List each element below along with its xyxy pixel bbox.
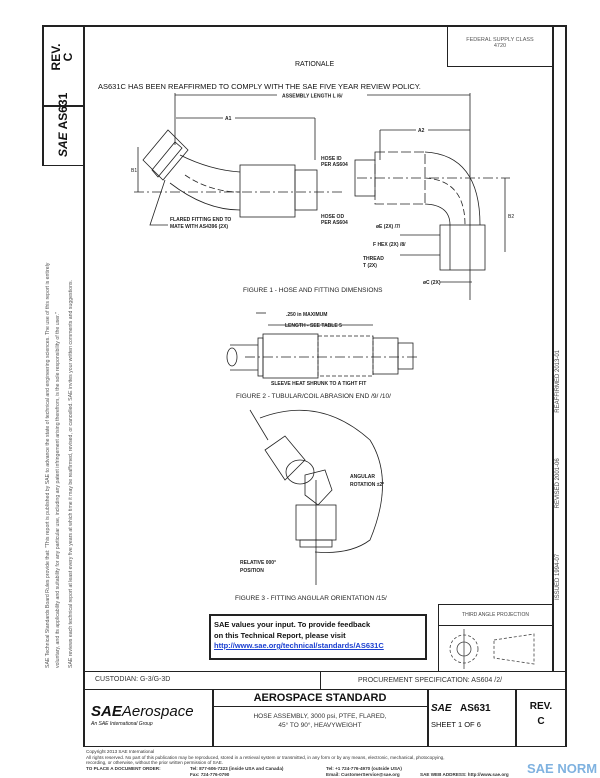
figure3-caption: FIGURE 3 - FITTING ANGULAR ORIENTATION /… — [235, 595, 387, 602]
feedback-line2: on this Technical Report, please visit — [214, 630, 346, 640]
b1-label: B1 — [131, 168, 137, 174]
doc-number-title: AS631 — [460, 703, 491, 714]
footer: Copyright 2013 SAE International All rig… — [86, 749, 556, 778]
a2-label: A2 — [418, 128, 425, 134]
thread-t-label: T (2X) — [363, 263, 377, 269]
title-block: SAEAerospace An SAE International Group … — [83, 690, 566, 747]
max-label: .250 in MAXIMUM — [286, 312, 327, 318]
rev-block: REV. C — [516, 699, 566, 729]
rev-block-value: C — [537, 716, 545, 727]
fitting-hex-left — [142, 129, 189, 181]
side-notice-line3: SAE reviews each technical report at lea… — [68, 280, 74, 668]
length-label: LENGTH - SEE TABLE 5 — [285, 323, 342, 329]
frame-left-inner — [83, 25, 85, 747]
right-strip: ISSUED 1994-07 REVISED 2001-06 REAFFIRME… — [555, 350, 561, 600]
projection-label: THIRD ANGLE PROJECTION — [439, 605, 552, 626]
web-address[interactable]: SAE WEB ADDRESS: http://www.sae.org — [420, 771, 509, 777]
rev-box-divider — [42, 105, 84, 107]
relative-label-1: RELATIVE 000° — [240, 560, 276, 566]
sae-mark: SAE — [431, 703, 452, 714]
title-line2: 45° TO 90°, HEAVYWEIGHT — [278, 722, 362, 729]
hose-od-label: HOSE OD — [321, 214, 344, 220]
projection-symbol — [449, 629, 535, 669]
custodian-row: CUSTODIAN: G-3/G-3D PROCUREMENT SPECIFIC… — [83, 671, 566, 690]
relative-label-2: POSITION — [240, 568, 264, 574]
tel-usa: Tel: 877-606-7323 (inside USA and Canada… — [190, 765, 284, 771]
sae-logo-mark: SAE — [56, 132, 70, 157]
figure2-caption: FIGURE 2 - TUBULAR/COIL ABRASION END /9/… — [236, 393, 391, 400]
rationale-text: AS631C HAS BEEN REAFFIRMED TO COMPLY WIT… — [98, 82, 421, 91]
title-line1: HOSE ASSEMBLY, 3000 psi, PTFE, FLARED, — [253, 713, 387, 720]
hose-socket-left — [239, 164, 296, 218]
projection-box: THIRD ANGLE PROJECTION — [438, 604, 552, 671]
frame-right-inner — [552, 25, 554, 671]
figure1-drawing — [134, 93, 510, 300]
feedback-box: SAE values your input. To provide feedba… — [209, 614, 427, 660]
reaffirmed-date: REAFFIRMED 2013-01 — [555, 350, 561, 413]
angular-label-1: ANGULAR — [350, 474, 375, 480]
federal-supply-class-box: FEDERAL SUPPLY CLASS 4720 — [447, 25, 552, 67]
federal-supply-class-label: FEDERAL SUPPLY CLASS — [466, 37, 534, 43]
dia-c-label: øC (2X) — [423, 280, 441, 286]
tel-outside: Tel: +1 724-776-4970 (outside USA) — [326, 765, 402, 771]
hose-id-per: PER AS604 — [321, 162, 348, 168]
issued-date: ISSUED 1994-07 — [555, 553, 561, 600]
hose-od-per: PER AS604 — [321, 220, 348, 226]
angular-label-2: ROTATION ±2° — [350, 482, 384, 488]
hose-id-label: HOSE ID — [321, 156, 342, 162]
custodian: CUSTODIAN: G-3/G-3D — [95, 676, 171, 683]
email: Email: CustomerService@sae.org — [326, 771, 400, 777]
doc-number-block: SAE AS631 SHEET 1 OF 6 — [431, 698, 511, 729]
side-notice-line1: SAE Technical Standards Board Rules prov… — [45, 262, 51, 668]
frame-top — [42, 25, 565, 27]
f-hex-label: F HEX (2X) /8/ — [373, 242, 406, 248]
feedback-link[interactable]: http://www.sae.org/technical/standards/A… — [214, 641, 384, 650]
rights-line1: All rights reserved. No part of this pub… — [86, 754, 445, 760]
b2-label: B2 — [508, 214, 514, 220]
rights-line2: recording, or otherwise, without the pri… — [86, 760, 224, 766]
fitting-hex-right — [439, 224, 486, 271]
rev-label-side: REV. C — [49, 32, 75, 82]
copyright: Copyright 2013 SAE International — [86, 749, 155, 754]
side-notice-line2: voluntary, and its applicability and sui… — [54, 312, 61, 668]
assembly-length-label: ASSEMBLY LENGTH L /6/ — [282, 94, 343, 100]
technical-drawings: ASSEMBLY LENGTH L /6/ A1 A2 B1 B2 HOSE I… — [131, 91, 514, 602]
federal-supply-class-value: 4720 — [493, 43, 507, 49]
figure3-drawing — [249, 409, 383, 585]
flared-label-2: MATE WITH AS4396 (2X) — [170, 224, 228, 230]
figure2-drawing — [226, 312, 420, 379]
frame-right-outer — [565, 25, 567, 747]
logo-aerospace: Aerospace — [121, 703, 194, 720]
sae-aerospace-logo: SAEAerospace An SAE International Group — [91, 703, 209, 727]
sae-norm-watermark: SAE NORM — [527, 761, 598, 776]
rev-block-label: REV. — [529, 701, 553, 712]
docnum-box-divider — [42, 165, 84, 166]
sleeve-label: SLEEVE HEAT SHRUNK TO A TIGHT FIT — [271, 381, 366, 387]
revised-date: REVISED 2001-06 — [555, 458, 561, 509]
flared-label-1: FLARED FITTING END TO — [170, 217, 231, 223]
a1-label: A1 — [225, 116, 232, 122]
side-notice: SAE Technical Standards Board Rules prov… — [44, 263, 77, 668]
flared-leader — [149, 179, 168, 226]
doc-number-side: SAE AS631 — [56, 93, 70, 157]
rev-value: C — [61, 52, 75, 62]
document-title: HOSE ASSEMBLY, 3000 psi, PTFE, FLARED, 4… — [213, 712, 427, 730]
doc-number: AS631 — [56, 92, 70, 130]
logo-subtitle: An SAE International Group — [91, 721, 153, 727]
fax: Fax: 724-776-0790 — [190, 771, 230, 777]
logo-sae: SAE — [91, 703, 122, 720]
aerospace-standard: AEROSPACE STANDARD — [213, 690, 427, 707]
dia-e-label: øE (2X) /7/ — [376, 224, 401, 230]
thread-label: THREAD — [363, 256, 384, 262]
order-label: TO PLACE A DOCUMENT ORDER: — [86, 765, 161, 771]
procurement-spec: PROCUREMENT SPECIFICATION: AS604 /2/ — [358, 677, 503, 684]
figure1-caption: FIGURE 1 - HOSE AND FITTING DIMENSIONS — [243, 287, 383, 294]
feedback-line1: SAE values your input. To provide feedba… — [214, 620, 371, 629]
sheet-number: SHEET 1 OF 6 — [431, 720, 481, 729]
rationale-title: RATIONALE — [295, 61, 335, 68]
frame-left-outer — [42, 25, 44, 165]
